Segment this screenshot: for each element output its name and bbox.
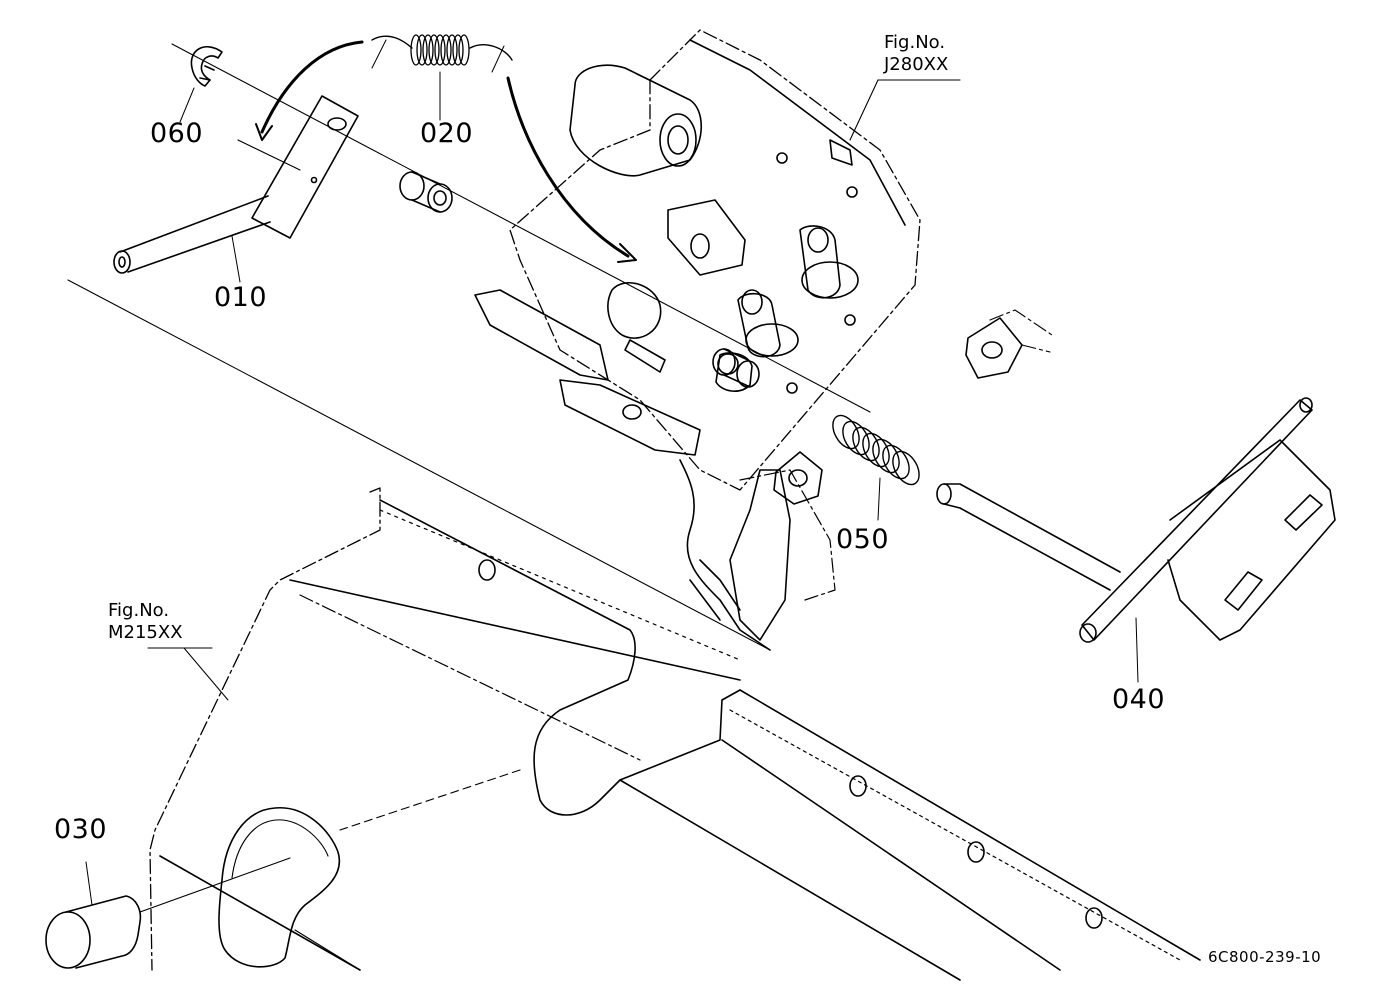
lever-arm-010 <box>113 95 359 283</box>
part-label-040: 040 <box>1112 684 1166 715</box>
lower-reference-code: M215XX <box>108 622 183 643</box>
upper-reference-code: J280XX <box>884 54 949 75</box>
e-clip-060 <box>179 46 223 123</box>
lower-reference-label: Fig.No. <box>108 600 170 621</box>
part-label-060: 060 <box>150 118 204 149</box>
upper-reference: Fig.No. J280XX <box>884 32 948 76</box>
part-label-010: 010 <box>214 282 268 313</box>
pedal-shaft-040 <box>936 397 1336 683</box>
knob-030 <box>45 861 142 969</box>
arrow-head-left <box>255 123 273 141</box>
tension-spring-020 <box>371 34 513 121</box>
bushing-lower <box>712 348 760 388</box>
compression-spring-050 <box>832 414 920 521</box>
hex-nut-upper <box>965 309 1053 379</box>
hex-nut-lower <box>773 451 823 505</box>
part-label-020: 020 <box>420 118 474 149</box>
arrow-curve-right <box>506 76 630 258</box>
bracket-assembly <box>474 29 921 651</box>
upper-reference-label: Fig.No. <box>884 32 946 53</box>
bushing-upper <box>399 171 453 213</box>
reference-leaders <box>849 79 961 141</box>
part-label-050: 050 <box>836 524 890 555</box>
arrow-curve-left <box>260 40 364 134</box>
part-label-030: 030 <box>54 814 108 845</box>
drawing-code: 6C800-239-10 <box>1208 948 1322 966</box>
lower-reference: Fig.No. M215XX <box>108 600 183 644</box>
arrow-head-right <box>617 243 637 263</box>
cam-plate <box>218 807 341 968</box>
lower-plate <box>147 487 1201 981</box>
